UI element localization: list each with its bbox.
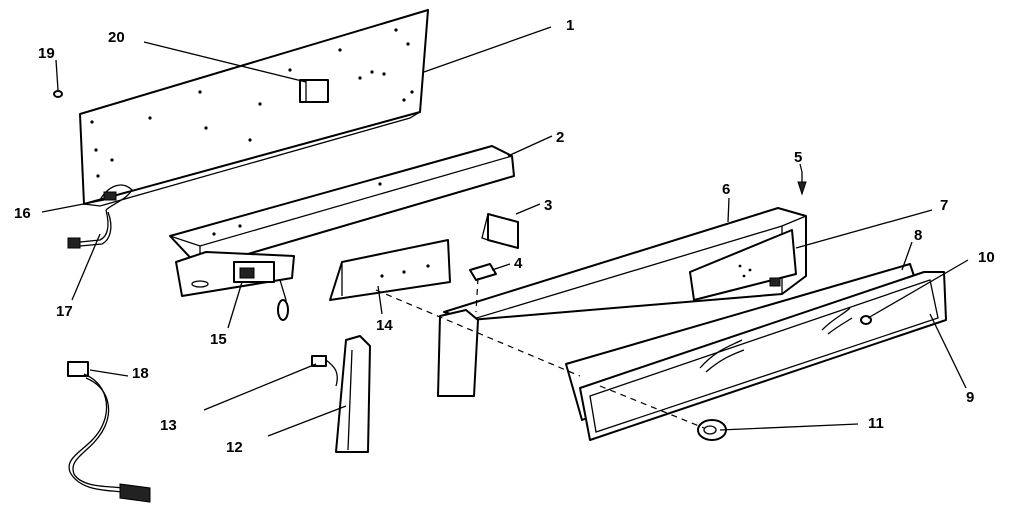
label-part-5: 5 — [794, 149, 802, 166]
part-13-connector — [311, 355, 338, 387]
label-part-7: 7 — [940, 197, 948, 214]
part-18-power-cord — [67, 361, 151, 503]
part-1-back-panel — [79, 9, 429, 207]
label-part-12: 12 — [226, 439, 243, 456]
part-3-bracket — [481, 213, 519, 249]
label-part-10: 10 — [978, 249, 995, 266]
part-14-support-bar — [329, 239, 451, 301]
leader-lines — [41, 26, 969, 437]
label-part-11: 11 — [868, 415, 884, 432]
part-6-control-housing — [437, 207, 807, 397]
label-part-9: 9 — [966, 389, 974, 406]
label-part-15: 15 — [210, 331, 227, 348]
label-part-1: 1 — [566, 17, 574, 34]
part-labels: 1 2 3 4 5 6 7 8 9 10 11 12 13 14 15 16 1… — [14, 17, 995, 456]
part-5-screw — [797, 172, 807, 196]
label-part-13: 13 — [160, 417, 177, 434]
label-part-8: 8 — [914, 227, 922, 244]
label-part-2: 2 — [556, 129, 564, 146]
part-15-switch — [233, 261, 289, 321]
part-8-9-glass-panel — [565, 263, 947, 441]
label-part-6: 6 — [722, 181, 730, 198]
part-20-bracket — [299, 79, 329, 103]
part-16-17-terminal-and-cord — [67, 184, 133, 249]
label-part-20: 20 — [108, 29, 125, 46]
part-4-block — [469, 263, 497, 281]
label-part-19: 19 — [38, 45, 55, 62]
part-12-trim-strip — [335, 335, 371, 453]
panel-holes — [90, 28, 414, 178]
part-19-clip — [53, 90, 63, 98]
label-part-17: 17 — [56, 303, 73, 320]
label-part-14: 14 — [376, 317, 393, 334]
label-part-3: 3 — [544, 197, 552, 214]
label-part-18: 18 — [132, 365, 149, 382]
label-part-16: 16 — [14, 205, 31, 222]
label-part-4: 4 — [514, 255, 523, 272]
part-11-knob — [697, 419, 727, 441]
